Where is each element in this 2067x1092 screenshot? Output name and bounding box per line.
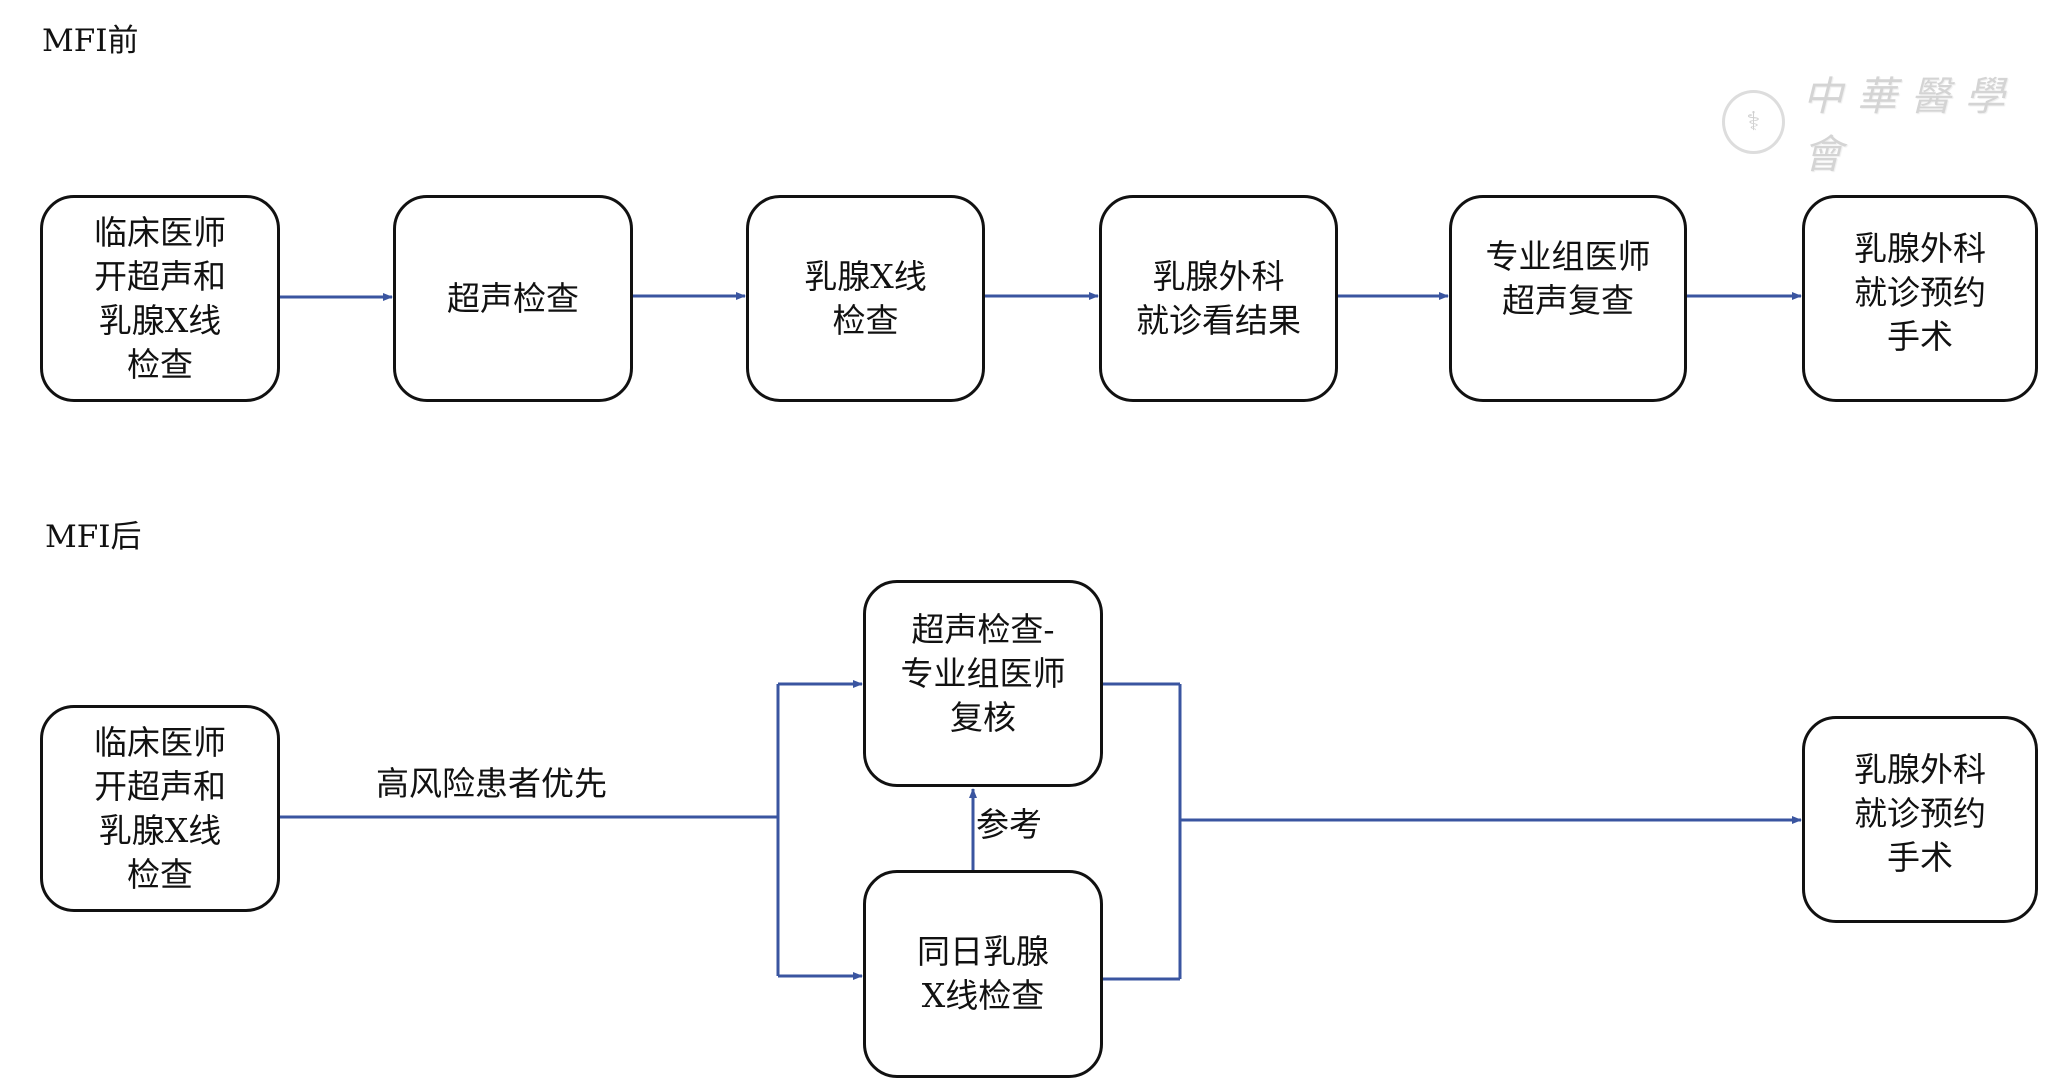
watermark: ⚕ 中華醫學會 [1722, 64, 2067, 180]
step-label: 超声检查 [447, 278, 579, 318]
after-upper-step: 超声检查- 专业组医师 复核 [863, 580, 1103, 787]
step-label: 专业组医师 超声复查 [1485, 236, 1651, 320]
before-step-3: 乳腺X线 检查 [746, 195, 985, 402]
before-step-4: 乳腺外科 就诊看结果 [1099, 195, 1338, 402]
step-label: 乳腺外科 就诊看结果 [1136, 256, 1301, 340]
society-seal-icon: ⚕ [1722, 90, 1785, 154]
section-title-after: MFI后 [45, 519, 142, 555]
section-title-before: MFI前 [42, 23, 139, 59]
step-label: 同日乳腺 X线检查 [917, 932, 1049, 1015]
after-start-step: 临床医师 开超声和 乳腺X线 检查 [40, 705, 280, 912]
before-step-5: 专业组医师 超声复查 [1449, 195, 1687, 402]
reference-label: 参考 [976, 805, 1042, 844]
step-label: 临床医师 开超声和 乳腺X线 检查 [94, 722, 226, 894]
step-label: 乳腺外科 就诊预约 手术 [1854, 749, 1986, 877]
step-label: 临床医师 开超声和 乳腺X线 检查 [94, 212, 226, 384]
before-step-1: 临床医师 开超声和 乳腺X线 检查 [40, 195, 280, 402]
step-label: 乳腺X线 检查 [804, 256, 927, 340]
step-label: 超声检查- 专业组医师 复核 [900, 609, 1066, 737]
edge-label-priority: 高风险患者优先 [376, 764, 607, 803]
before-step-2: 超声检查 [393, 195, 633, 402]
step-label: 乳腺外科 就诊预约 手术 [1854, 228, 1986, 356]
before-step-6: 乳腺外科 就诊预约 手术 [1802, 195, 2038, 402]
watermark-text: 中華醫學會 [1802, 74, 2019, 178]
after-lower-step: 同日乳腺 X线检查 [863, 870, 1103, 1078]
after-end-step: 乳腺外科 就诊预约 手术 [1802, 716, 2038, 923]
